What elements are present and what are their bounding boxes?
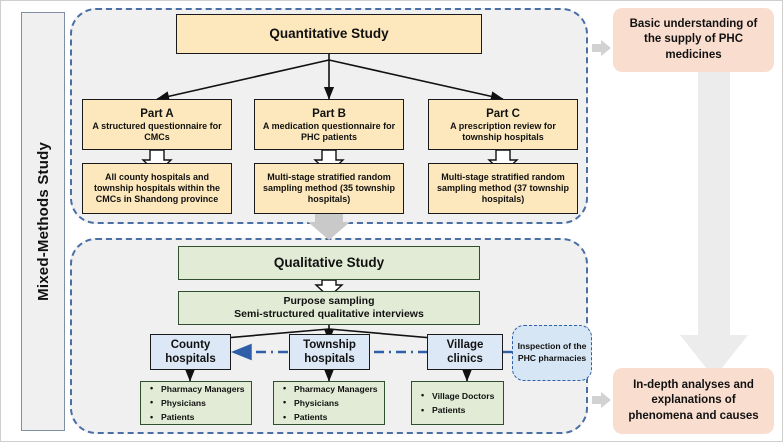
part-b-box: Part B A medication questionnaire for PH… [254, 99, 404, 150]
inspection-line-2: PHC pharmacies [517, 353, 587, 363]
sampling-line-1: Purpose sampling [283, 295, 375, 308]
site-county-hospitals: County hospitals [150, 334, 231, 370]
group-to-outcome-arrows [592, 40, 611, 408]
part-b-method: Multi-stage stratified random sampling m… [262, 172, 395, 204]
part-c-sub: A prescription review for township hospi… [450, 120, 556, 142]
outcome-in-depth-analyses: In-depth analyses and explanations of ph… [613, 368, 774, 434]
gray-arrow-top [592, 40, 611, 56]
part-b-title: Part B [312, 107, 346, 120]
part-b-method-box: Multi-stage stratified random sampling m… [254, 163, 404, 214]
outcome-flow-arrow [680, 65, 748, 378]
part-c-title: Part C [486, 107, 520, 120]
site-township-hospitals: Township hospitals [289, 334, 370, 370]
participants-county-hospitals: Pharmacy Managers Physicians Patients [140, 381, 252, 425]
part-a-box: Part A A structured questionnaire for CM… [82, 99, 232, 150]
part-c-box: Part C A prescription review for townshi… [428, 99, 578, 150]
sampling-line-2: Semi-structured qualitative interviews [234, 308, 424, 320]
qualitative-study-header: Qualitative Study [178, 246, 480, 280]
participant-list: Pharmacy Managers Physicians Patients [282, 381, 378, 424]
inspection-of-phc-pharmacies-box: Inspection of the PHC pharmacies [512, 325, 592, 381]
part-a-sub: A structured questionnaire for CMCs [92, 120, 222, 142]
part-a-title: Part A [140, 107, 174, 120]
part-a-method: All county hospitals and township hospit… [94, 172, 220, 204]
part-b-sub: A medication questionnaire for PHC patie… [262, 120, 396, 142]
side-label-text: Mixed-Methods Study [34, 142, 52, 301]
quantitative-study-header: Quantitative Study [176, 14, 482, 54]
outcome-basic-understanding: Basic understanding of the supply of PHC… [613, 8, 774, 72]
inspection-line-1: Inspection of the [517, 341, 587, 352]
gray-arrow-bottom [592, 392, 611, 408]
side-label-mixed-methods-study: Mixed-Methods Study [21, 12, 65, 431]
participants-township-hospitals: Pharmacy Managers Physicians Patients [273, 381, 385, 425]
sampling-method-box: Purpose sampling Semi-structured qualita… [178, 291, 480, 325]
participant-list: Village Doctors Patients [420, 388, 494, 417]
site-village-clinics: Village clinics [427, 334, 503, 370]
participants-village-clinics: Village Doctors Patients [411, 381, 504, 425]
part-c-method-box: Multi-stage stratified random sampling m… [428, 163, 578, 214]
participant-list: Pharmacy Managers Physicians Patients [149, 381, 245, 424]
part-a-method-box: All county hospitals and township hospit… [82, 163, 232, 214]
part-c-method: Multi-stage stratified random sampling m… [436, 172, 569, 204]
